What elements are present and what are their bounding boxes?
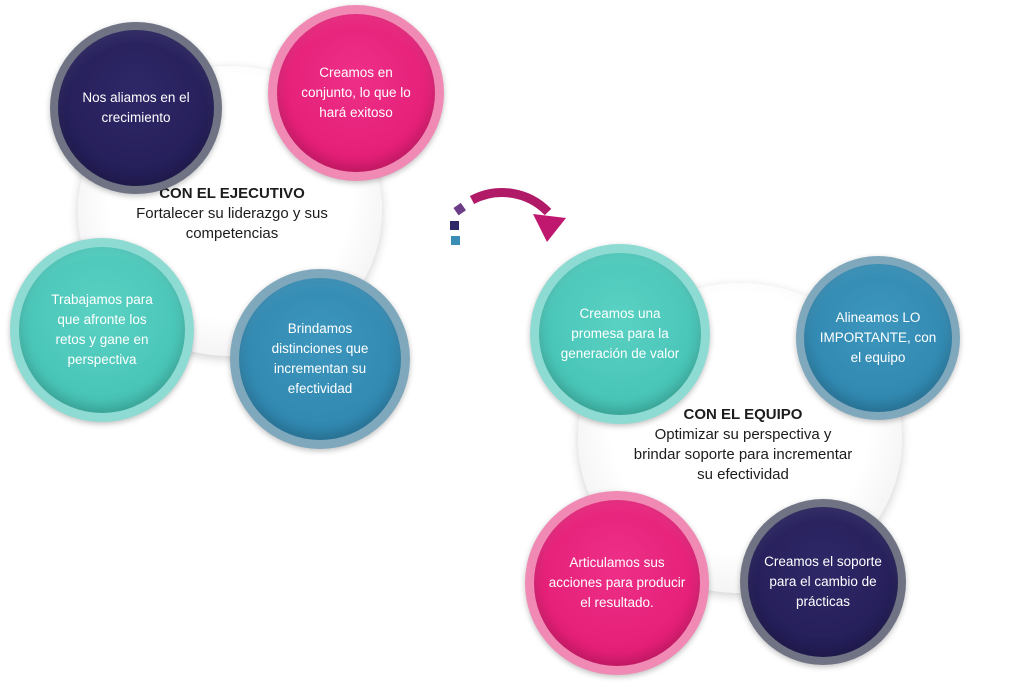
equipo-circle-top-left: Creamos una promesa para la generación d… [530,244,710,424]
ejecutivo-center-text: CON EL EJECUTIVO Fortalecer su liderazgo… [120,184,344,244]
equipo-circle-top-right: Alineamos LO IMPORTANTE, con el equipo [796,256,960,420]
ejecutivo-circle-top-left-text: Nos aliamos en el crecimiento [82,90,190,125]
equipo-center-text: CON EL EQUIPO Optimizar su perspectiva y… [630,405,856,485]
equipo-title: CON EL EQUIPO [683,406,803,423]
ejecutivo-title: CON EL EJECUTIVO [159,185,305,202]
equipo-circle-bottom-right: Creamos el soporte para el cambio de prá… [740,499,906,665]
equipo-circle-bottom-right-text: Creamos el soporte para el cambio de prá… [764,554,882,609]
ejecutivo-circle-bottom-right-text: Brindamos distinciones que incrementan s… [271,321,369,396]
ejecutivo-subtitle: Fortalecer su liderazgo y sus competenci… [136,205,328,242]
ejecutivo-circle-top-left: Nos aliamos en el crecimiento [50,22,222,194]
equipo-circle-bottom-left-text: Articulamos sus acciones para producir e… [548,555,686,610]
equipo-circle-top-right-text: Alineamos LO IMPORTANTE, con el equipo [819,310,937,365]
ejecutivo-circle-top-right: Creamos en conjunto, lo que lo hará exit… [268,5,444,181]
equipo-circle-bottom-left: Articulamos sus acciones para producir e… [525,491,709,675]
equipo-subtitle: Optimizar su perspectiva y brindar sopor… [633,426,853,483]
ejecutivo-circle-top-right-text: Creamos en conjunto, lo que lo hará exit… [301,65,411,120]
ejecutivo-circle-bottom-left-text: Trabajamos para que afronte los retos y … [51,292,153,367]
ejecutivo-circle-bottom-left: Trabajamos para que afronte los retos y … [10,238,194,422]
equipo-circle-top-left-text: Creamos una promesa para la generación d… [560,306,680,361]
ejecutivo-circle-bottom-right: Brindamos distinciones que incrementan s… [230,269,410,449]
